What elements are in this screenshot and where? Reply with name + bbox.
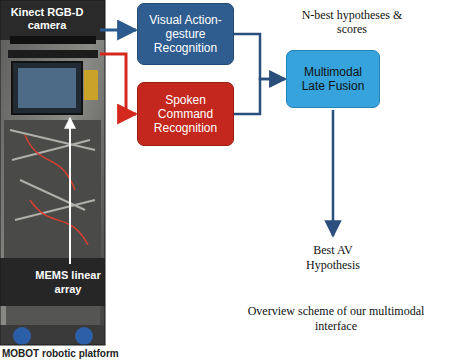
flow-arrow [234,79,285,114]
annotation: Best AV Hypothesis [290,243,376,273]
figure-label: MOBOT robotic platform [2,348,132,360]
part-name: Kinect RGB-D camera [4,6,90,32]
output-arrow [332,110,335,236]
robot-photo [0,0,105,345]
box-label: Multimodal Late Fusion [293,65,373,93]
process-box: Visual Action-gesture Recognition [137,3,234,65]
box-label: Visual Action-gesture Recognition [146,13,226,55]
flow-arrow [234,34,285,79]
camera-arrow [100,29,136,32]
part-name: MEMS linear array [34,268,102,296]
box-label: Spoken Command Recognition [146,93,226,135]
mic-arrow [100,54,136,114]
process-box: Multimodal Late Fusion [286,50,380,108]
figure-caption: Overview scheme of our multimodal interf… [238,304,434,334]
pointer-arrow [69,118,71,264]
process-box: Spoken Command Recognition [137,82,234,146]
annotation: N-best hypotheses & scores [300,8,404,36]
